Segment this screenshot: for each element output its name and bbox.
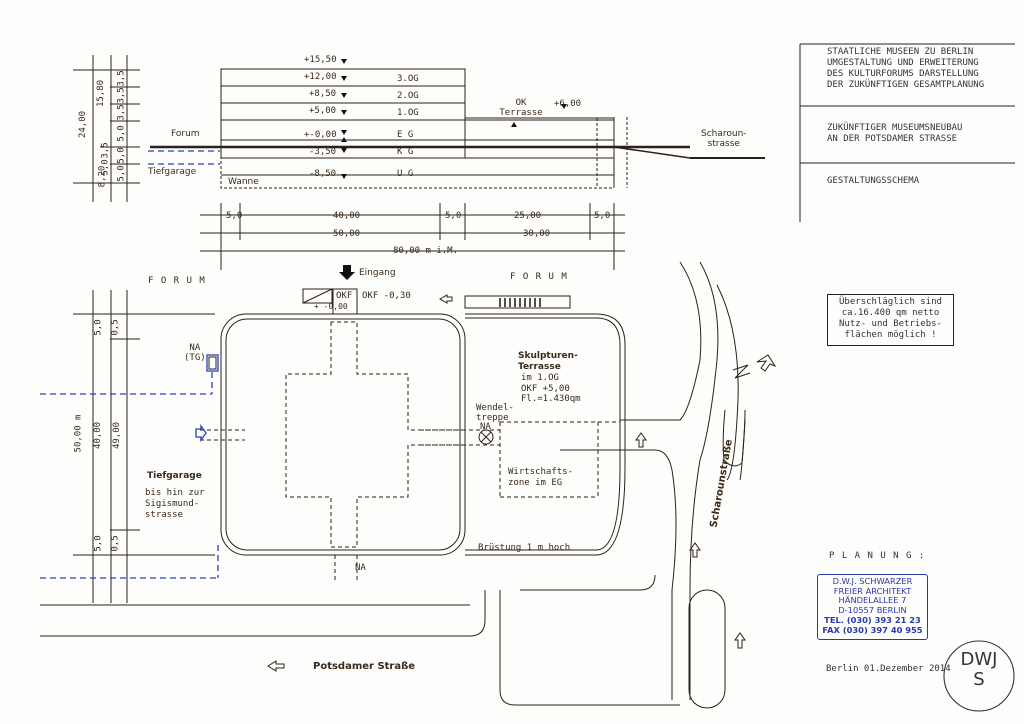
- section-building-outline: [220, 68, 466, 159]
- stamp-line-2: FREIER ARCHITEKT: [833, 585, 912, 596]
- plan-dim: 0,5: [110, 535, 121, 552]
- level-label: -8,50: [309, 169, 337, 179]
- title-line-3: DES KULTURFORUMS DARSTELLUNG: [827, 69, 979, 79]
- title-block-project: ZUKÜNFTIGER MUSEUMSNEUBAU AN DER POTSDAM…: [827, 123, 962, 145]
- level-label: +15,50: [304, 55, 337, 65]
- section-tiefgarage-label: Tiefgarage: [148, 167, 197, 177]
- floor-label: 3.OG: [397, 74, 419, 84]
- plan-dim: 40,00: [93, 421, 104, 450]
- plan-dim: 5,0: [93, 319, 104, 336]
- floor-dim: 5,0: [100, 159, 111, 176]
- potsdamer-strasse-label: Potsdamer Straße: [313, 661, 416, 672]
- floor-dim: 3,5: [116, 87, 127, 104]
- okf-level-label: OKF -0,30: [362, 291, 411, 301]
- dim-label: 30,00: [523, 229, 551, 239]
- architect-stamp: D.W.J. SCHWARZER FREIER ARCHITEKT HÄNDEL…: [817, 574, 928, 640]
- level-label: -3,50: [309, 147, 337, 157]
- dim-label: 5,0: [226, 211, 243, 221]
- plan-dim: 0,5: [110, 319, 121, 336]
- height-dim: 15,80: [96, 79, 107, 108]
- na-tg-label: NA (TG): [184, 343, 206, 363]
- wanne-label: Wanne: [228, 177, 259, 187]
- note-line-4: flächen möglich !: [844, 330, 937, 340]
- title-block-header: STAATLICHE MUSEEN ZU BERLIN UMGESTALTUNG…: [827, 47, 984, 91]
- terrace-level: +6,00: [554, 99, 582, 109]
- project-line-2: AN DER POTSDAMER STRASSE: [827, 134, 958, 144]
- floor-dim: 3,5: [100, 142, 111, 159]
- dim-label: 5,0: [594, 211, 611, 221]
- floor-label: K G: [397, 147, 414, 157]
- tiefgarage-detail: bis hin zur Sigismund- strasse: [145, 488, 205, 520]
- plan-dim: 50,00 m: [73, 414, 84, 453]
- section-forum-label: Forum: [171, 129, 200, 139]
- forum-label-left: F O R U M: [148, 276, 206, 286]
- okf-zero-label: + -0,00: [314, 302, 348, 311]
- sheet-title: GESTALTUNGSSCHEMA: [827, 176, 920, 186]
- level-label: +12,00: [304, 72, 337, 82]
- title-line-4: DER ZUKÜNFTIGEN GESAMTPLANUNG: [827, 80, 985, 90]
- floor-dim: 3,5: [116, 70, 127, 87]
- stamp-line-6: FAX (030) 397 40 955: [822, 624, 923, 635]
- date-line: Berlin 01.Dezember 2014: [826, 664, 951, 674]
- note-line-2: ca.16.400 qm netto: [841, 308, 940, 318]
- eingang-label: Eingang: [359, 268, 396, 278]
- project-line-1: ZUKÜNFTIGER MUSEUMSNEUBAU: [827, 123, 963, 133]
- dim-label: 50,00: [333, 229, 361, 239]
- dim-label: 40,00: [333, 211, 361, 221]
- floor-label: U G: [397, 169, 414, 179]
- na-label: NA: [480, 422, 491, 432]
- stamp-line-3: HÄNDELALLEE 7: [838, 595, 907, 606]
- plan-dim: 5,0: [93, 535, 104, 552]
- title-line-2: UMGESTALTUNG UND ERWEITERUNG: [827, 58, 979, 68]
- terrace-label: OK Terrasse: [499, 98, 543, 118]
- dim-label-total: 80,00 m i.M.: [393, 246, 459, 256]
- tiefgarage-label: Tiefgarage: [147, 471, 202, 481]
- na-bottom-label: NA: [355, 563, 366, 573]
- dim-label: 5,0: [445, 211, 462, 221]
- floor-label: 2.OG: [397, 91, 419, 101]
- wirtschaft-label: Wirtschafts- zone im EG: [508, 467, 574, 488]
- level-label: +-0,00: [304, 130, 337, 140]
- planung-label: P L A N U N G :: [829, 551, 926, 561]
- level-label: +8,50: [309, 89, 337, 99]
- plan-dim: 49,00: [112, 421, 123, 450]
- area-note-box: Überschläglich sind ca.16.400 qm netto N…: [827, 294, 954, 346]
- okf-box-label: OKF: [336, 291, 353, 301]
- note-line-1: Überschläglich sind: [839, 297, 942, 307]
- note-line-3: Nutz- und Betriebs-: [839, 319, 942, 329]
- floor-dim: 3,5: [116, 104, 127, 121]
- skulptur-detail: im 1.OG OKF +5,00 Fl.=1.430qm: [521, 373, 581, 404]
- height-dim: 24,00: [78, 110, 89, 139]
- wendeltreppe-label: Wendel- treppe: [476, 403, 514, 423]
- floor-label: E G: [397, 130, 414, 140]
- section-scharoun-label: Scharoun- strasse: [701, 129, 747, 149]
- forum-label-right: F O R U M: [510, 272, 568, 282]
- title-line-1: STAATLICHE MUSEEN ZU BERLIN: [827, 47, 974, 57]
- stamp-line-5: TEL. (030) 393 21 23: [824, 614, 921, 625]
- bruestung-label: Brüstung 1 m hoch: [478, 543, 571, 553]
- dim-label: 25,00: [514, 211, 542, 221]
- stamp-line-4: D-10557 BERLIN: [838, 605, 907, 616]
- floor-dim: 5,0: [116, 165, 127, 182]
- skulptur-label: Skulpturen- Terrasse: [518, 351, 578, 372]
- floor-label: 1.OG: [397, 108, 419, 118]
- level-label: +5,00: [309, 106, 337, 116]
- floor-dim: 5,0: [116, 125, 127, 142]
- stamp-line-1: D.W.J. SCHWARZER: [832, 576, 913, 586]
- plan-building-main: [220, 313, 466, 556]
- floor-dim: 5,0: [116, 147, 127, 164]
